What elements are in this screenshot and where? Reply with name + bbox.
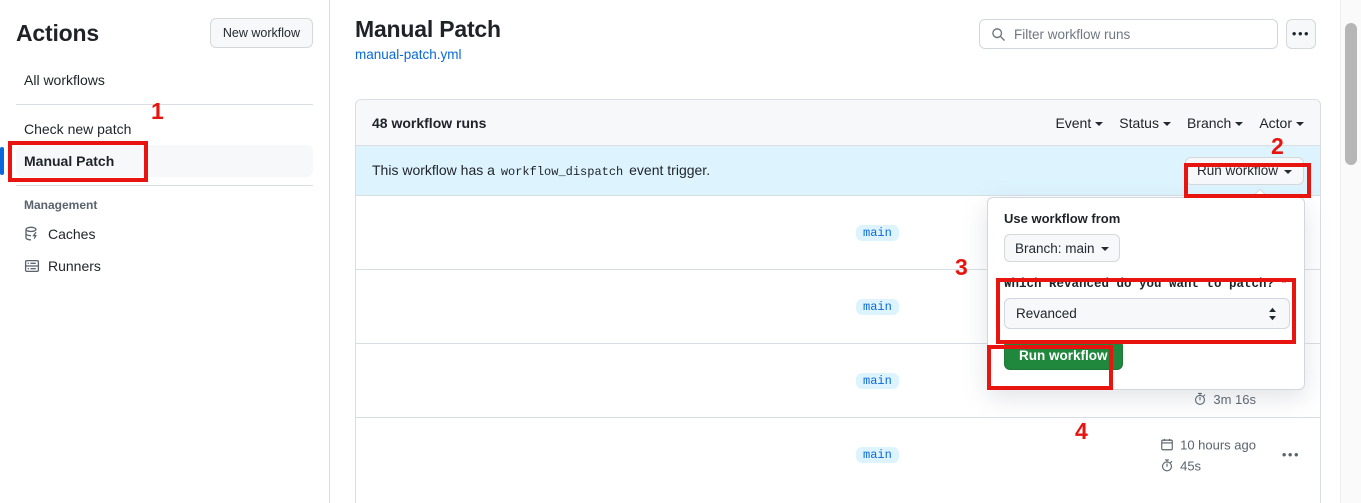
row-metadata: 10 hours ago 45s bbox=[1159, 437, 1256, 474]
submit-run-workflow-button[interactable]: Run workflow bbox=[1004, 340, 1123, 370]
search-icon bbox=[990, 26, 1006, 42]
filter-actor[interactable]: Actor bbox=[1259, 115, 1304, 131]
sidebar: Actions New workflow All workflows Check… bbox=[0, 0, 330, 503]
run-workflow-dropdown-panel: Use workflow from Branch: main Which Rev… bbox=[987, 188, 1305, 390]
sidebar-item-label: All workflows bbox=[24, 72, 105, 88]
sidebar-item-label: Runners bbox=[48, 258, 101, 274]
workflow-title: Manual Patch bbox=[355, 16, 501, 42]
timestamp-line: 10 hours ago bbox=[1159, 437, 1256, 453]
filter-label: Event bbox=[1055, 114, 1092, 131]
timestamp-text: 10 hours ago bbox=[1180, 437, 1256, 452]
input-label-text: Which Revanced do you want to patch? bbox=[1004, 277, 1275, 291]
new-workflow-button[interactable]: New workflow bbox=[209, 18, 313, 48]
scrollbar-thumb[interactable] bbox=[1345, 23, 1357, 165]
row-metadata: 3m 16s bbox=[1192, 391, 1256, 407]
use-workflow-from-label: Use workflow from bbox=[1004, 211, 1121, 226]
dispatch-message: This workflow has a workflow_dispatch ev… bbox=[372, 162, 710, 179]
chevron-down-icon bbox=[1284, 169, 1292, 174]
dispatch-prefix: This workflow has a bbox=[372, 162, 495, 178]
runs-count-label: 48 workflow runs bbox=[372, 114, 487, 131]
sidebar-item-label: Manual Patch bbox=[24, 153, 115, 169]
chevron-down-icon bbox=[1095, 121, 1104, 126]
kebab-icon: ••• bbox=[1291, 26, 1311, 41]
filter-label: Branch bbox=[1186, 114, 1232, 131]
sidebar-item-label: Caches bbox=[48, 226, 96, 242]
sidebar-item-all-workflows[interactable]: All workflows bbox=[16, 64, 313, 96]
sidebar-item-check-new-patch[interactable]: Check new patch bbox=[16, 113, 313, 145]
branch-selector-button[interactable]: Branch: main bbox=[1004, 234, 1120, 262]
filter-event[interactable]: Event bbox=[1055, 114, 1104, 131]
search-input[interactable]: Filter workflow runs bbox=[979, 19, 1278, 49]
run-workflow-label: Run workflow bbox=[1196, 163, 1278, 178]
chevron-down-icon bbox=[1235, 121, 1244, 126]
sidebar-header: Actions New workflow bbox=[16, 0, 313, 62]
more-options-button[interactable]: ••• bbox=[1286, 19, 1316, 49]
page-title: Actions bbox=[16, 19, 99, 46]
sidebar-item-runners[interactable]: Runners bbox=[16, 250, 313, 282]
branch-badge[interactable]: main bbox=[856, 298, 899, 315]
sidebar-divider bbox=[16, 185, 313, 186]
main-header: Manual Patch manual-patch.yml Filter wor… bbox=[355, 14, 1316, 64]
workflow-dispatch-banner: This workflow has a workflow_dispatch ev… bbox=[356, 146, 1320, 196]
sidebar-item-manual-patch[interactable]: Manual Patch bbox=[0, 145, 313, 177]
table-row[interactable]: main bbox=[356, 270, 1320, 344]
revanced-select-value: Revanced bbox=[1016, 306, 1077, 321]
stopwatch-icon bbox=[1192, 391, 1208, 407]
branch-badge[interactable]: main bbox=[856, 224, 899, 241]
select-updown-icon bbox=[1267, 307, 1278, 321]
duration-line: 45s bbox=[1159, 458, 1201, 474]
dropdown-body: Use workflow from Branch: main Which Rev… bbox=[988, 198, 1304, 370]
filter-branch[interactable]: Branch bbox=[1186, 114, 1244, 131]
duration-text: 45s bbox=[1180, 458, 1202, 473]
table-row[interactable]: main bbox=[356, 196, 1320, 270]
branch-selector-label: Branch: main bbox=[1015, 240, 1095, 256]
chevron-down-icon bbox=[1100, 247, 1109, 251]
calendar-icon bbox=[1159, 437, 1175, 453]
workflow-input-label: Which Revanced do you want to patch? * bbox=[1004, 276, 1288, 291]
dispatch-event-code: workflow_dispatch bbox=[500, 165, 624, 179]
runs-filters: Event Status Branch Actor bbox=[1055, 115, 1304, 131]
sidebar-section-management: Management bbox=[24, 198, 98, 212]
run-workflow-dropdown-button[interactable]: Run workflow bbox=[1184, 156, 1304, 185]
sidebar-item-caches[interactable]: Caches bbox=[16, 218, 313, 250]
revanced-select[interactable]: Revanced bbox=[1004, 298, 1290, 329]
server-icon bbox=[24, 258, 40, 274]
dispatch-suffix: event trigger. bbox=[629, 162, 711, 178]
filter-status[interactable]: Status bbox=[1119, 115, 1171, 131]
filter-label: Status bbox=[1119, 114, 1159, 131]
table-row[interactable]: main 10 hours ago bbox=[356, 418, 1320, 492]
page-scrollbar[interactable] bbox=[1340, 0, 1361, 503]
branch-badge[interactable]: main bbox=[856, 447, 899, 463]
cache-icon bbox=[24, 226, 40, 242]
stopwatch-icon bbox=[1159, 458, 1175, 474]
duration-text: 3m 16s bbox=[1213, 391, 1256, 407]
required-marker: * bbox=[1281, 276, 1287, 290]
workflow-file-link[interactable]: manual-patch.yml bbox=[355, 47, 462, 62]
duration-line: 3m 16s bbox=[1192, 391, 1256, 407]
sidebar-divider bbox=[16, 104, 313, 105]
table-row[interactable]: main 3m 16s bbox=[356, 344, 1320, 418]
main-header-actions: Filter workflow runs ••• bbox=[979, 14, 1316, 49]
search-placeholder: Filter workflow runs bbox=[1014, 26, 1131, 42]
workflow-heading-group: Manual Patch manual-patch.yml bbox=[355, 14, 501, 64]
sidebar-item-label: Check new patch bbox=[24, 121, 132, 137]
runs-toolbar: 48 workflow runs Event Status Branch Act… bbox=[356, 100, 1320, 146]
branch-badge[interactable]: main bbox=[856, 372, 899, 389]
sidebar-list: All workflows Check new patch Manual Pat… bbox=[0, 64, 313, 282]
filter-label: Actor bbox=[1259, 114, 1292, 131]
chevron-down-icon bbox=[1162, 121, 1171, 126]
row-more-options-icon[interactable]: ••• bbox=[1281, 447, 1300, 462]
chevron-down-icon bbox=[1296, 121, 1304, 126]
